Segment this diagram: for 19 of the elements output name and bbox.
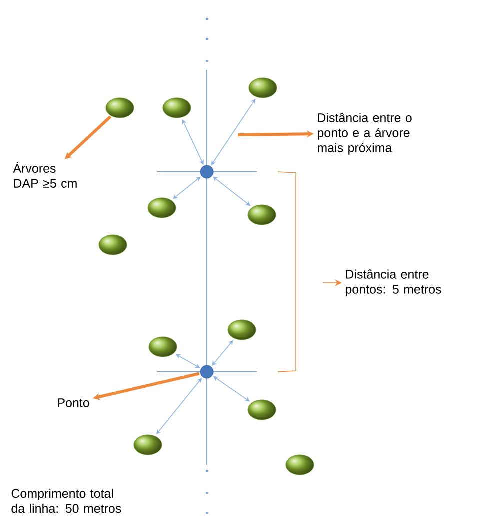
text-label: Ponto xyxy=(58,398,90,408)
tree-marker xyxy=(286,454,314,476)
tree-marker xyxy=(134,434,162,456)
tree-marker xyxy=(248,204,276,226)
tree-marker xyxy=(98,234,128,256)
text-label: Comprimento total da linha: 50 metros xyxy=(12,488,122,514)
tree-marker xyxy=(106,98,134,118)
text-label: Árvores DAP ≥5 cm xyxy=(13,162,77,188)
text-label: Distância entre o ponto e a árvore mais próxima xyxy=(318,113,412,155)
sample-point xyxy=(200,165,214,179)
tree-marker xyxy=(228,320,256,340)
tree-marker xyxy=(248,400,276,420)
tree-marker xyxy=(162,98,192,118)
text-label: Distância entre pontos: 5 metros xyxy=(346,270,442,296)
arrow xyxy=(213,176,251,206)
tree-marker xyxy=(248,78,278,98)
tree-marker xyxy=(148,198,176,218)
sample-point xyxy=(200,365,214,379)
tree-marker xyxy=(148,336,178,358)
